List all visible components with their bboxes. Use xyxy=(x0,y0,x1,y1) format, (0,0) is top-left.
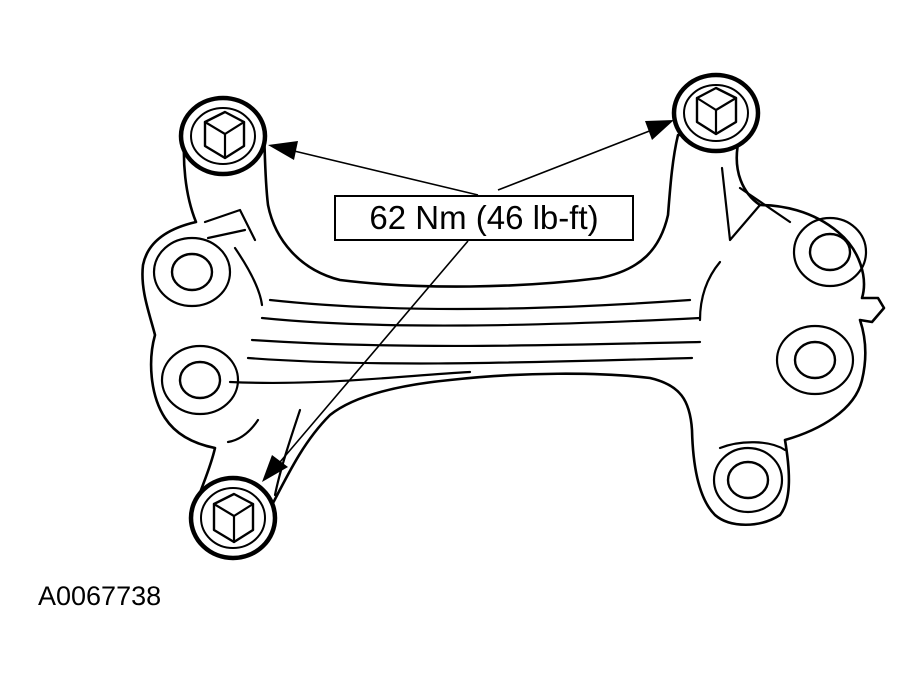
hex-socket-bolt-icon xyxy=(671,72,761,154)
torque-label: 62 Nm (46 lb-ft) xyxy=(369,199,599,236)
hex-socket-bolt-icon xyxy=(188,475,278,561)
torque-callout: 62 Nm (46 lb-ft) xyxy=(334,195,634,241)
mount-bracket-icon xyxy=(141,128,886,526)
hex-socket-bolt-icon xyxy=(178,95,268,177)
torque-leader-lines xyxy=(262,120,674,482)
figure-id-label: A0067738 xyxy=(38,581,162,611)
